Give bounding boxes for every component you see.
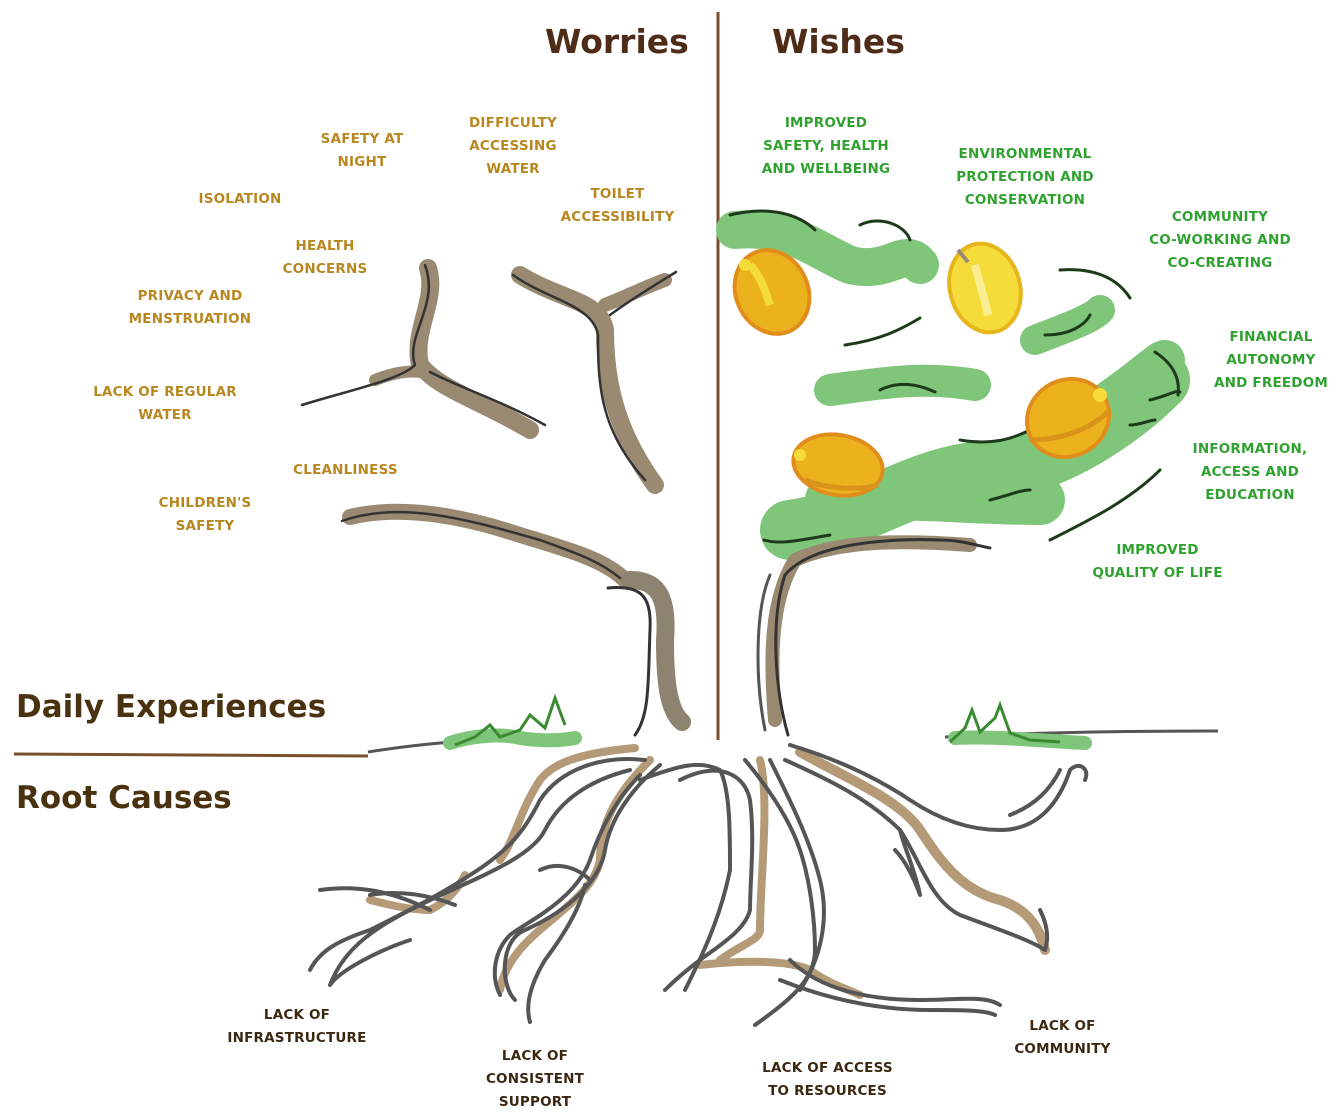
root-cause-label: LACK OF CONSISTENT SUPPORT [470, 1045, 600, 1114]
wish-label: COMMUNITY CO-WORKING AND CO-CREATING [1130, 206, 1310, 275]
root-system [310, 745, 1086, 1025]
grass-right [950, 705, 1085, 743]
root-cause-label: LACK OF COMMUNITY [1000, 1015, 1125, 1061]
worry-label: CLEANLINESS [278, 459, 413, 482]
wish-label: INFORMATION, ACCESS AND EDUCATION [1175, 438, 1325, 507]
root-cause-label: LACK OF INFRASTRUCTURE [212, 1004, 382, 1050]
worry-label: LACK OF REGULAR WATER [80, 381, 250, 427]
worry-branches [302, 265, 682, 735]
wish-trunk [758, 540, 990, 735]
wish-label: IMPROVED SAFETY, HEALTH AND WELLBEING [746, 112, 906, 181]
section-daily-experiences: Daily Experiences [16, 687, 326, 727]
wish-label: FINANCIAL AUTONOMY AND FREEDOM [1205, 326, 1337, 395]
section-divider [14, 754, 368, 756]
heading-worries: Worries [545, 22, 689, 62]
worry-label: HEALTH CONCERNS [265, 235, 385, 281]
worry-label: SAFETY AT NIGHT [302, 128, 422, 174]
section-root-causes: Root Causes [16, 778, 232, 818]
fruit-2 [940, 235, 1031, 340]
root-cause-label: LACK OF ACCESS TO RESOURCES [740, 1057, 915, 1103]
heading-wishes: Wishes [772, 22, 905, 62]
grass-left [450, 698, 575, 745]
wish-label: ENVIRONMENTAL PROTECTION AND CONSERVATIO… [940, 143, 1110, 212]
worry-label: ISOLATION [180, 188, 300, 211]
worry-label: CHILDREN'S SAFETY [140, 492, 270, 538]
wish-label: IMPROVED QUALITY OF LIFE [1080, 539, 1235, 585]
worry-label: TOILET ACCESSIBILITY [545, 183, 690, 229]
worry-label: DIFFICULTY ACCESSING WATER [448, 112, 578, 181]
worry-label: PRIVACY AND MENSTRUATION [110, 285, 270, 331]
